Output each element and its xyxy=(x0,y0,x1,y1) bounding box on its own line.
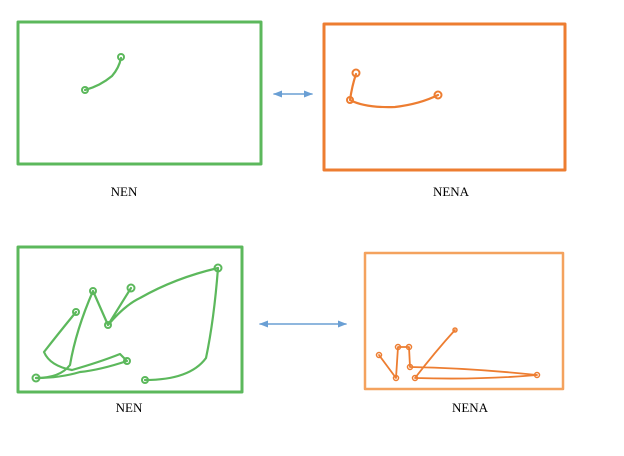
stroke-node xyxy=(89,287,97,295)
stroke-node xyxy=(392,374,400,382)
stroke-node xyxy=(141,376,149,384)
stroke-node xyxy=(394,343,402,351)
stroke-node xyxy=(81,86,89,94)
nena-label-top: NENA xyxy=(432,184,470,199)
stroke-node xyxy=(126,283,136,293)
nen-stroke-bottom-1 xyxy=(34,310,129,380)
nen-box-bottom xyxy=(16,245,244,394)
stroke-node xyxy=(405,343,413,351)
nena-box-bottom xyxy=(363,251,565,391)
stroke-node xyxy=(213,263,223,273)
stroke-node xyxy=(375,351,383,359)
stroke-node xyxy=(117,53,125,61)
stroke-node xyxy=(533,371,541,379)
stroke-node xyxy=(406,363,414,371)
nen-label-bottom: NEN xyxy=(115,400,143,415)
stroke-node xyxy=(123,357,131,365)
nen-stroke-top xyxy=(83,56,123,92)
stroke-node xyxy=(346,96,354,104)
stroke-node xyxy=(452,327,458,333)
stroke-node xyxy=(433,90,443,100)
nen-stroke-bottom-2 xyxy=(34,266,220,382)
stroke-node xyxy=(411,374,419,382)
nena-stroke-bottom xyxy=(378,329,538,380)
nena-label-bottom: NENA xyxy=(451,400,489,415)
stroke-node xyxy=(104,321,112,329)
nena-box-top xyxy=(322,22,567,172)
stroke-node xyxy=(351,68,361,78)
nena-stroke-top xyxy=(348,72,440,109)
stroke-node xyxy=(72,308,80,316)
stroke-node xyxy=(31,373,41,383)
nen-label-top: NEN xyxy=(110,184,138,199)
nen-box-top xyxy=(16,20,263,166)
